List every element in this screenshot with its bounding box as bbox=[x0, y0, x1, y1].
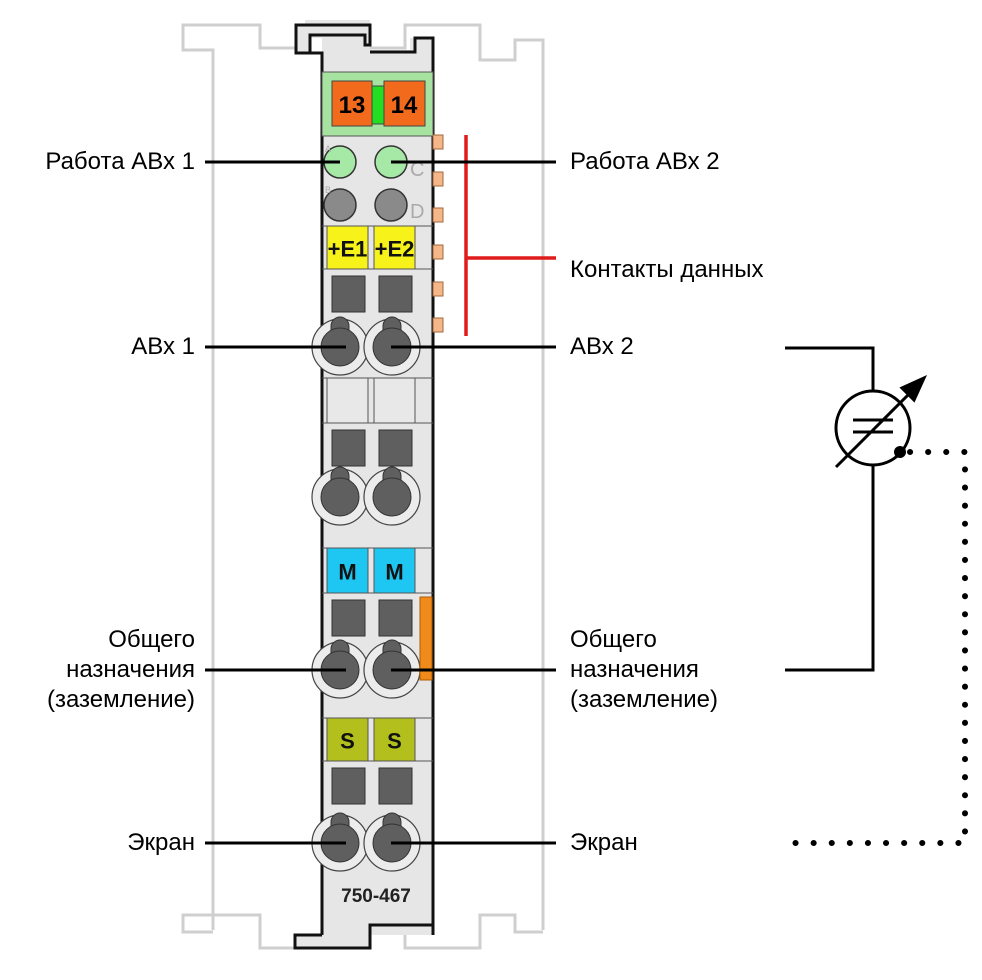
push-button bbox=[331, 429, 366, 467]
top-terminal-block: 13 14 bbox=[321, 71, 434, 137]
led-d bbox=[374, 188, 408, 222]
clamp-hole bbox=[372, 477, 412, 517]
din-rail-outline bbox=[181, 23, 545, 950]
push-button bbox=[331, 599, 366, 637]
label-line: (заземление) bbox=[46, 686, 195, 713]
led-letter-a: A bbox=[325, 144, 331, 154]
leader-lines bbox=[205, 160, 556, 845]
power-terminal-2 bbox=[373, 225, 416, 270]
clamp-hole bbox=[320, 477, 360, 517]
terminal-14-label: 14 bbox=[391, 92, 418, 119]
label-line: Общего bbox=[570, 626, 657, 653]
power-terminal-1 bbox=[326, 225, 369, 270]
terminal-13 bbox=[331, 80, 373, 127]
led-b bbox=[323, 188, 357, 222]
label-line: назначения bbox=[66, 656, 195, 683]
label-ground-right: Общего назначения (заземление) bbox=[570, 625, 718, 715]
blank-marker-1 bbox=[326, 377, 369, 424]
terminal-14 bbox=[383, 80, 426, 127]
ground-terminal-2 bbox=[373, 547, 416, 594]
blank-marker-2 bbox=[373, 377, 416, 424]
power-terminal-label: +E2 bbox=[375, 237, 415, 262]
label-status-2: Работа АВх 2 bbox=[570, 148, 720, 175]
data-contacts-bracket bbox=[464, 135, 556, 336]
shield-terminal-label: S bbox=[387, 729, 402, 754]
shield-terminal-1 bbox=[326, 717, 369, 762]
label-shield-left: Экран bbox=[127, 829, 195, 856]
label-line: (заземление) bbox=[570, 686, 719, 713]
data-contacts bbox=[432, 134, 444, 333]
ground-terminal-label: M bbox=[338, 560, 356, 585]
push-button bbox=[378, 275, 413, 313]
label-line: назначения bbox=[570, 656, 699, 683]
ground-terminal-label: M bbox=[385, 560, 403, 585]
shield-terminal-label: S bbox=[340, 729, 355, 754]
label-line: Общего bbox=[108, 626, 195, 653]
label-status-1: Работа АВх 1 bbox=[45, 148, 195, 175]
led-letter-d: D bbox=[410, 201, 424, 223]
label-input-2: АВх 2 bbox=[570, 333, 634, 360]
push-button bbox=[378, 429, 413, 467]
power-terminal-label: +E1 bbox=[328, 237, 368, 262]
push-button bbox=[378, 767, 413, 805]
push-button bbox=[331, 275, 366, 313]
label-data-contacts: Контакты данных bbox=[570, 256, 764, 283]
ground-terminal-1 bbox=[326, 547, 369, 594]
led-letter-b: B bbox=[325, 185, 331, 195]
led-letter-c: C bbox=[410, 159, 424, 181]
push-button bbox=[378, 599, 413, 637]
shield-terminal-2 bbox=[373, 717, 416, 762]
capacitive-sensor-symbol bbox=[782, 346, 968, 846]
label-ground-left: Общего назначения (заземление) bbox=[47, 625, 195, 715]
label-shield-right: Экран bbox=[570, 829, 638, 856]
push-button bbox=[331, 767, 366, 805]
label-input-1: АВх 1 bbox=[131, 333, 195, 360]
model-number: 750-467 bbox=[341, 886, 411, 907]
status-leds bbox=[323, 145, 408, 222]
orange-marker-strip bbox=[419, 596, 433, 681]
terminal-13-label: 13 bbox=[339, 92, 366, 119]
